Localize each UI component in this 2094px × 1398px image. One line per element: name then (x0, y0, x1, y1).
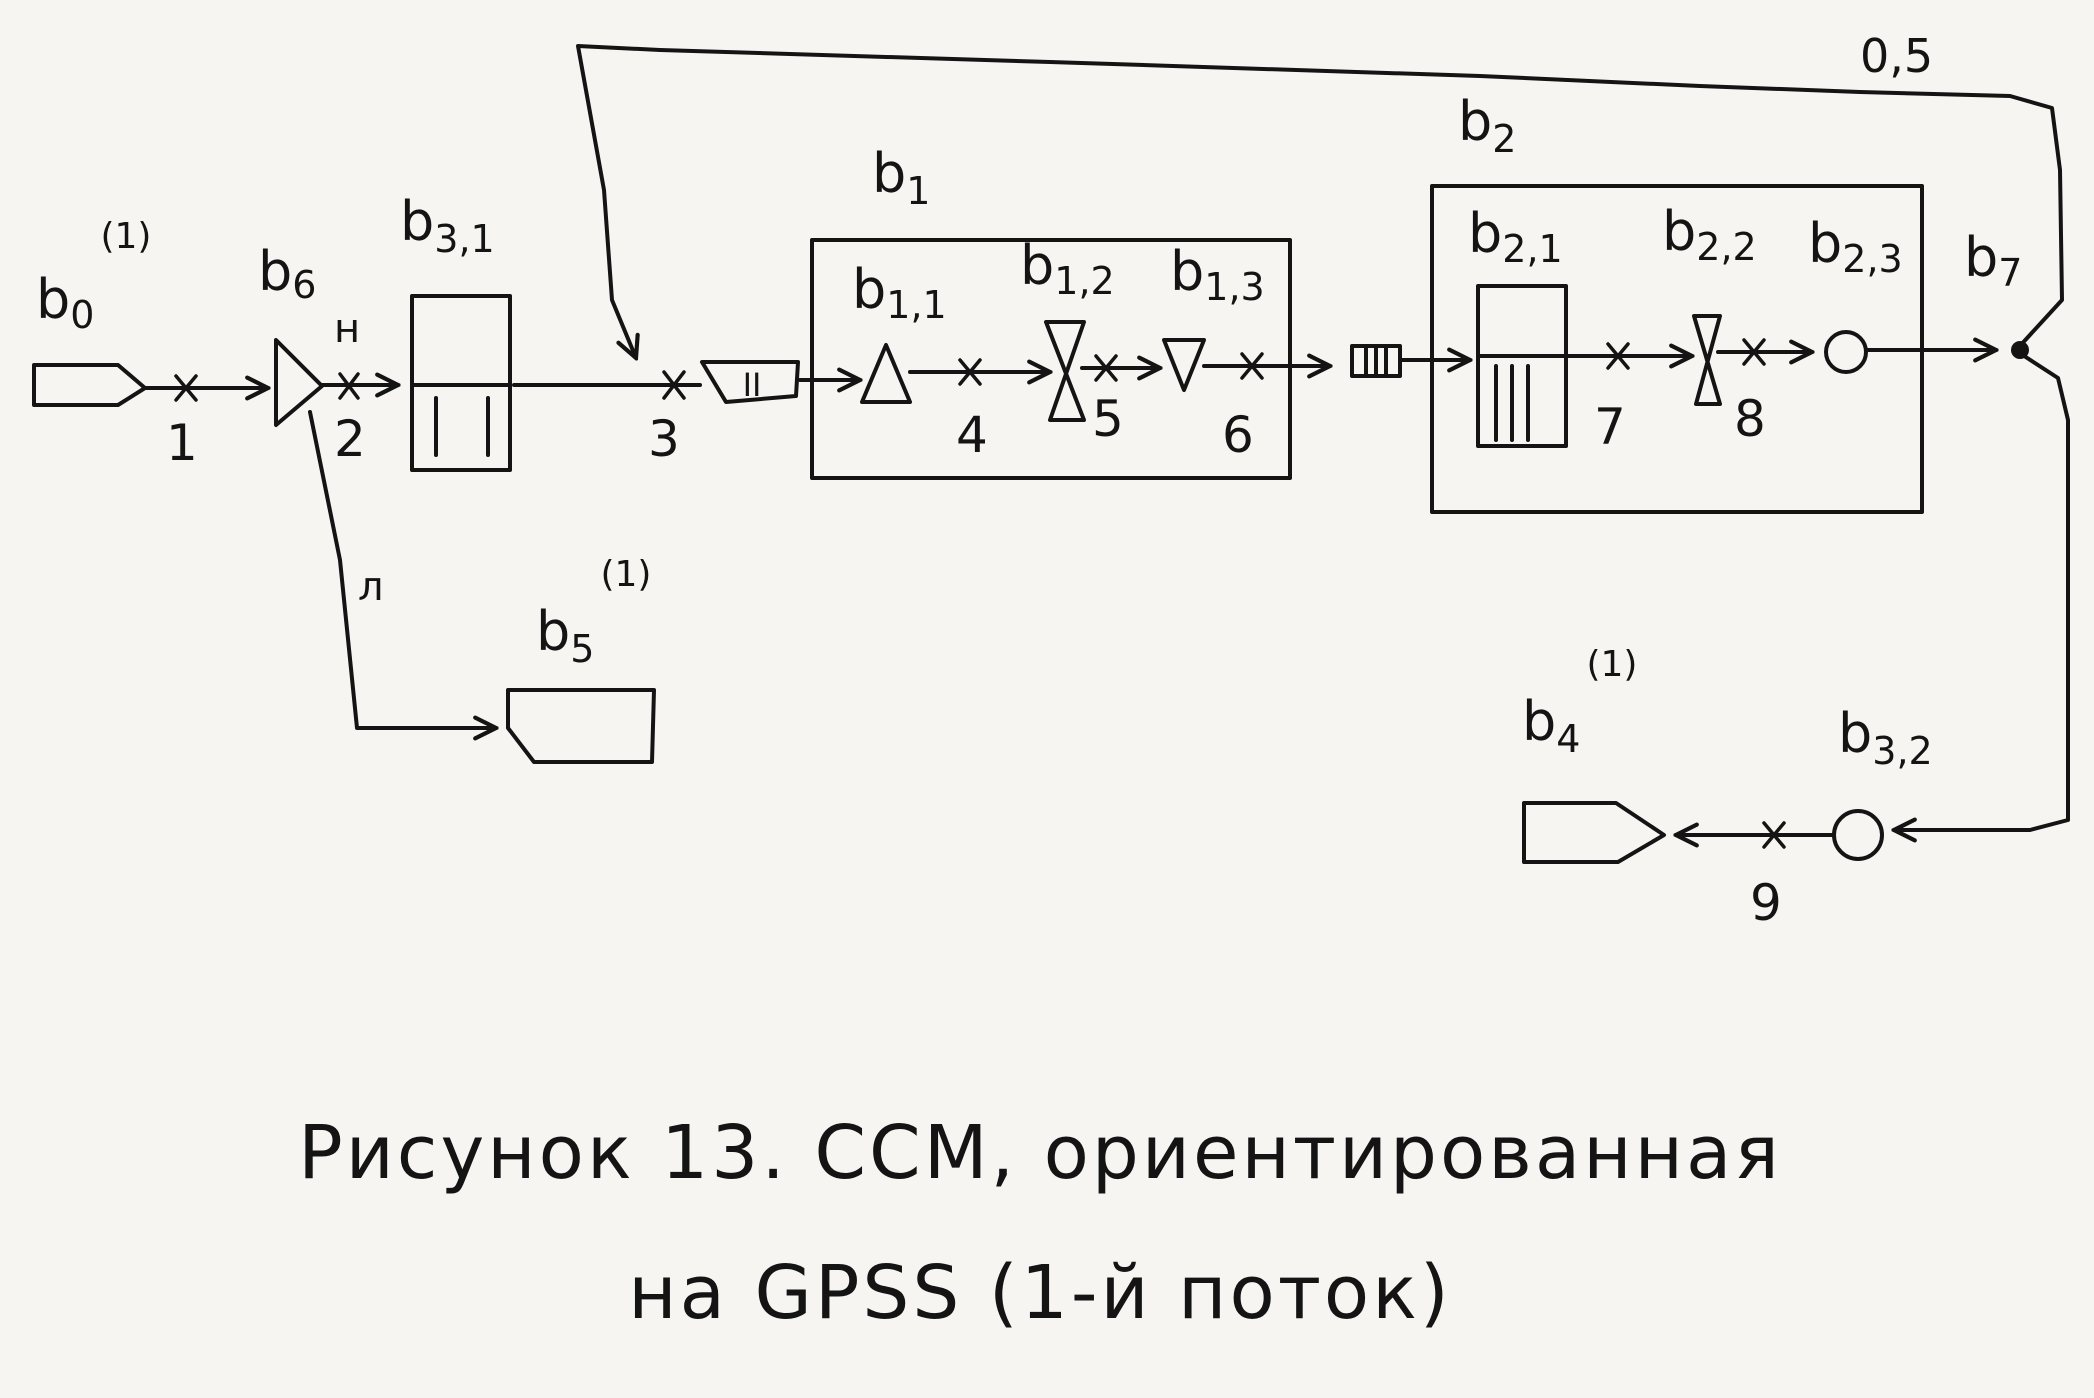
node-label-b22: b2,2 (1662, 200, 1757, 269)
advance-b12-shape (1044, 320, 1086, 422)
node-label-b5: b5(1) (536, 554, 651, 671)
point-cross-4 (958, 358, 982, 386)
probability-label: 0,5 (1860, 29, 1933, 83)
figure-caption-line-2: на GPSS (1-й поток) (628, 1250, 1452, 1336)
device-b2-box (1430, 184, 1924, 514)
node-label-b21: b2,1 (1468, 202, 1563, 271)
node-b23-circle (1824, 330, 1868, 374)
flow-b7-b32 (1894, 350, 2070, 830)
point-label-9: 9 (1750, 874, 1782, 932)
node-label-b12: b1,2 (1020, 234, 1115, 303)
point-cross-3 (662, 370, 686, 400)
point-label-8: 8 (1734, 390, 1766, 448)
node-label-b0: b0(1) (36, 216, 151, 337)
advance-b22-shape (1692, 314, 1722, 406)
point-cross-5 (1094, 354, 1118, 382)
point-marks (174, 338, 1786, 849)
branch-label-h: н (334, 306, 360, 352)
node-label-b4: b4(1) (1522, 644, 1637, 761)
node-label-b6: b6 (258, 240, 316, 307)
node-label-b32: b3,2 (1838, 702, 1933, 773)
point-label-5: 5 (1092, 390, 1124, 448)
point-label-7: 7 (1594, 398, 1626, 456)
seize-b11-shape (860, 343, 912, 404)
node-label-b2: b2 (1458, 90, 1516, 161)
flow-b6-b5 (308, 410, 496, 728)
point-cross-1 (174, 374, 198, 402)
node-label-b7: b7 (1964, 226, 2022, 295)
point-cross-8 (1742, 338, 1766, 366)
point-label-6: 6 (1222, 406, 1254, 464)
point-label-4: 4 (956, 406, 988, 464)
point-label-2: 2 (334, 410, 366, 468)
node-label-b13: b1,3 (1170, 240, 1265, 309)
node-label-b11: b1,1 (852, 258, 947, 327)
terminal-b5-shape (506, 688, 656, 764)
point-label-3: 3 (648, 410, 680, 468)
queue-q1-shape (700, 360, 800, 404)
release-b13-shape (1162, 338, 1206, 392)
node-label-b31: b3,1 (400, 190, 495, 261)
point-cross-9 (1762, 821, 1786, 849)
point-cross-6 (1240, 352, 1264, 380)
junction-b7-dot (2011, 341, 2029, 359)
figure-caption-line-1: Рисунок 13. ССМ, ориентированная (298, 1110, 1782, 1196)
point-cross-7 (1606, 342, 1630, 370)
terminal-b4-shape (1522, 801, 1666, 864)
node-b32-circle (1832, 809, 1884, 861)
device-b1-box (810, 238, 1292, 480)
transfer-b6-shape (274, 338, 324, 427)
branch-label-l: л (358, 564, 384, 610)
point-label-1: 1 (166, 414, 198, 472)
storage-b21-shape (1476, 284, 1568, 448)
point-cross-2 (338, 372, 360, 400)
queue-q1-label: II (743, 366, 762, 404)
source-b0-shape (32, 363, 147, 407)
node-label-b23: b2,3 (1808, 212, 1903, 281)
feedback-loop (576, 44, 2064, 358)
node-label-b1: b1 (872, 142, 930, 213)
